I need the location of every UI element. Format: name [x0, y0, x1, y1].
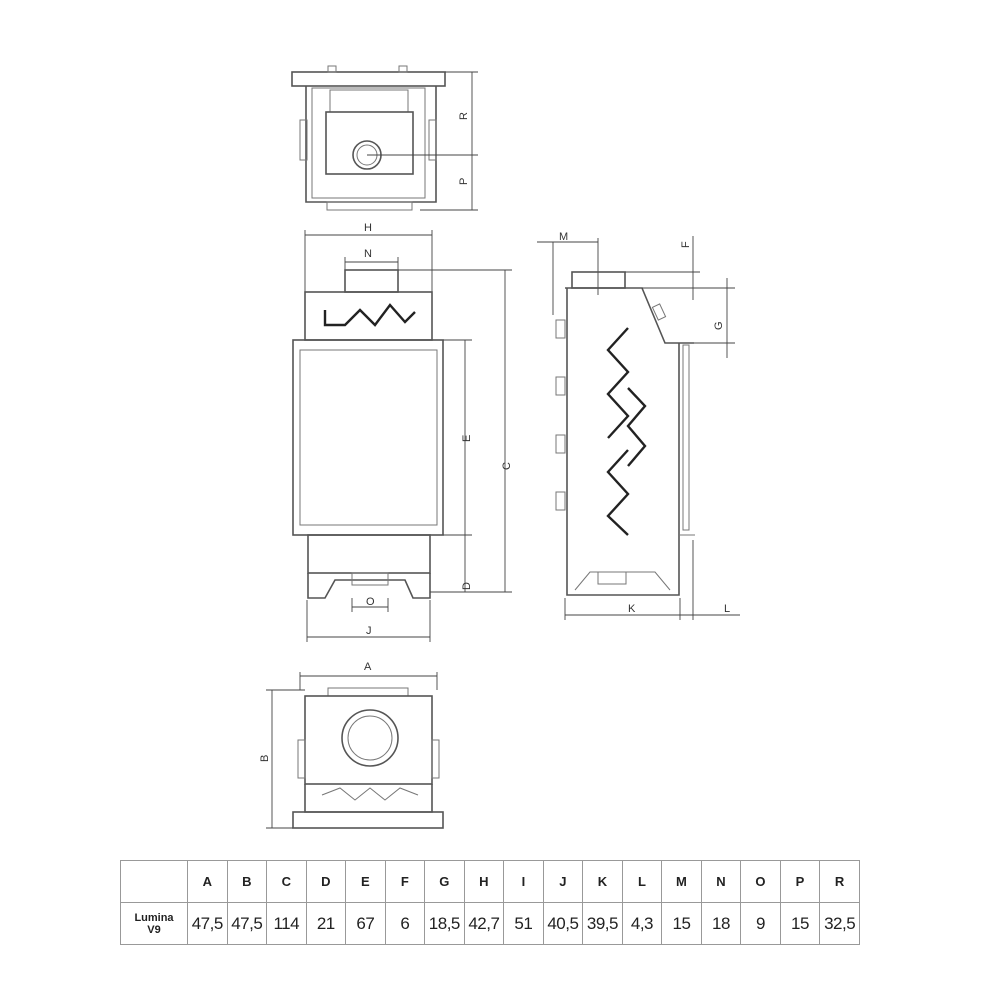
dim-label-c: C	[501, 462, 513, 470]
header-k: K	[582, 860, 623, 903]
header-f: F	[384, 860, 426, 903]
value-h: 42,7	[463, 902, 505, 945]
header-o: O	[740, 860, 781, 903]
dim-label-r: R	[458, 112, 470, 120]
front-view	[292, 230, 512, 642]
value-p: 15	[779, 902, 821, 945]
header-g: G	[424, 860, 465, 903]
value-k: 39,5	[582, 902, 623, 945]
dim-label-h: H	[364, 222, 372, 234]
value-i: 51	[503, 902, 544, 945]
dim-label-l: L	[724, 603, 730, 615]
value-r: 32,5	[819, 902, 860, 945]
header-r: R	[819, 860, 860, 903]
header-a: A	[187, 860, 228, 903]
dim-label-e: E	[461, 435, 473, 442]
value-b: 47,5	[226, 902, 268, 945]
value-c: 114	[266, 902, 307, 945]
dim-label-a: A	[364, 661, 372, 673]
value-o: 9	[740, 902, 781, 945]
value-l: 4,3	[621, 902, 663, 945]
value-m: 15	[661, 902, 702, 945]
dim-label-j: J	[366, 625, 372, 637]
dimensions-table: A B C D E F G H I J K L M N O P R Lumina…	[120, 860, 860, 945]
header-l: L	[621, 860, 663, 903]
dim-label-p: P	[458, 178, 470, 185]
dim-label-g: G	[713, 321, 725, 330]
dim-label-o: O	[366, 596, 375, 608]
dim-label-k: K	[628, 603, 636, 615]
table-header-row: A B C D E F G H I J K L M N O P R	[120, 860, 860, 903]
dim-label-f: F	[680, 241, 692, 248]
header-p: P	[779, 860, 821, 903]
side-view	[537, 236, 740, 620]
top-view	[291, 65, 478, 211]
dim-label-m: M	[559, 231, 568, 243]
value-d: 21	[305, 902, 347, 945]
bottom-view	[266, 672, 444, 829]
value-n: 18	[700, 902, 742, 945]
dim-label-d: D	[461, 582, 473, 590]
header-b: B	[226, 860, 268, 903]
model-variant: V9	[147, 923, 161, 936]
header-d: D	[305, 860, 347, 903]
value-e: 67	[345, 902, 386, 945]
header-h: H	[463, 860, 505, 903]
value-f: 6	[384, 902, 426, 945]
header-c: C	[266, 860, 307, 903]
table-corner-cell	[120, 860, 188, 903]
dim-label-n: N	[364, 248, 372, 260]
value-g: 18,5	[424, 902, 465, 945]
header-m: M	[661, 860, 702, 903]
model-name: Lumina	[134, 911, 174, 924]
header-e: E	[345, 860, 386, 903]
header-j: J	[542, 860, 584, 903]
value-a: 47,5	[187, 902, 228, 945]
header-i: I	[503, 860, 544, 903]
dim-label-b: B	[259, 755, 271, 762]
header-n: N	[700, 860, 742, 903]
value-j: 40,5	[542, 902, 584, 945]
fireplace-technical-drawing: R P H N E C D O J	[259, 65, 740, 829]
